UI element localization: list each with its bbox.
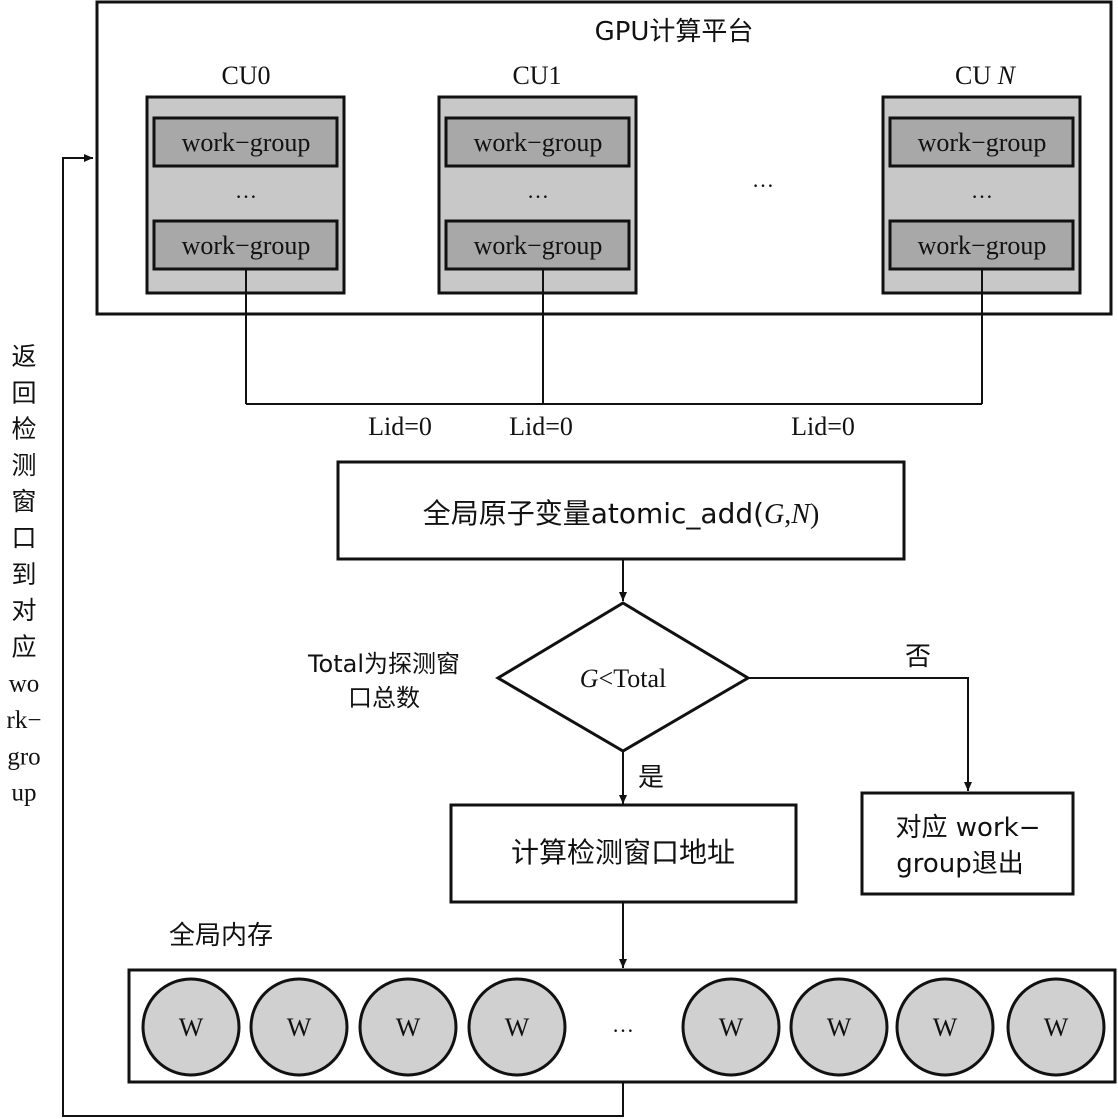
cun-bottom-work-group-label: work−group [918,231,1047,260]
lid-label-cun: Lid=0 [791,412,855,441]
gpu-platform-title: GPU计算平台 [595,17,754,47]
return-label-segment: up [12,780,37,807]
return-label-segment: 检 [11,415,36,444]
global-memory-label: 全局内存 [169,921,273,951]
return-label-segment: 到 [11,560,36,589]
cu0-ellipsis: … [235,178,257,203]
return-label-segment: 应 [11,632,36,661]
cun-ellipsis: … [971,178,993,203]
exit-label-line2: group退出 [896,849,1024,879]
no-label: 否 [905,642,931,672]
cu0-label: CU0 [221,61,270,90]
memory-window-circle [681,977,781,1077]
memory-window-label: W [396,1013,421,1042]
return-path [62,154,624,1117]
atomic-add-box [336,460,906,561]
cu1-bottom-work-group [444,219,631,271]
return-label-segment: 测 [11,451,36,480]
exit-box [860,791,1075,896]
memory-ellipsis: … [612,1012,634,1037]
memory-window-circle [358,977,458,1077]
memory-window-label: W [505,1013,530,1042]
atomic-add-label: 全局原子变量atomic_add(G,N) [423,497,820,530]
lid-label-cu1: Lid=0 [509,412,573,441]
yes-label: 是 [638,763,664,793]
memory-window-label: W [933,1013,958,1042]
memory-window-label: W [827,1013,852,1042]
exit-label-line1: 对应 work− [896,813,1041,843]
cu0-bottom-work-group-label: work−group [182,231,311,260]
cu-gap-ellipsis: … [752,167,774,192]
decision-label: G<Total [580,664,667,693]
memory-window-label: W [719,1013,744,1042]
memory-window-circle [1006,977,1106,1077]
memory-window-label: W [287,1013,312,1042]
total-note-line2: 口总数 [348,684,420,712]
return-label-segment: 回 [11,378,36,407]
return-label-segment: gro [7,743,40,770]
memory-window-circle [249,977,349,1077]
cu1-top-work-group-label: work−group [474,128,603,157]
cun-top-work-group [888,116,1075,168]
return-label-segment: wo [9,671,40,698]
cun-label: CU N [955,61,1017,90]
compute-address-box [449,803,798,904]
cu1-bottom-work-group-label: work−group [474,231,603,260]
cun-top-work-group-label: work−group [918,128,1047,157]
memory-window-circle [467,977,567,1077]
lid-label-cu0: Lid=0 [368,412,432,441]
return-label-segment: 窗 [11,487,36,516]
cu0-top-work-group-label: work−group [182,128,311,157]
memory-window-circle [141,977,241,1077]
memory-window-circle [789,977,889,1077]
no-branch-line [748,677,972,791]
compute-address-label: 计算检测窗口地址 [511,836,735,869]
memory-window-label: W [179,1013,204,1042]
memory-window-label: W [1044,1013,1069,1042]
cun-bottom-work-group [888,219,1075,271]
return-label-segment: 口 [11,524,36,553]
cu1-label: CU1 [512,61,561,90]
total-note-line1: Total为探测窗 [307,650,460,678]
memory-window-circle [895,977,995,1077]
cu0-bottom-work-group [152,219,339,271]
return-label-segment: rk− [7,707,42,734]
cu1-ellipsis: … [527,178,549,203]
cu0-top-work-group [152,116,339,168]
return-label-segment: 返 [11,342,36,371]
return-label-segment: 对 [11,596,36,625]
cu1-top-work-group [444,116,631,168]
